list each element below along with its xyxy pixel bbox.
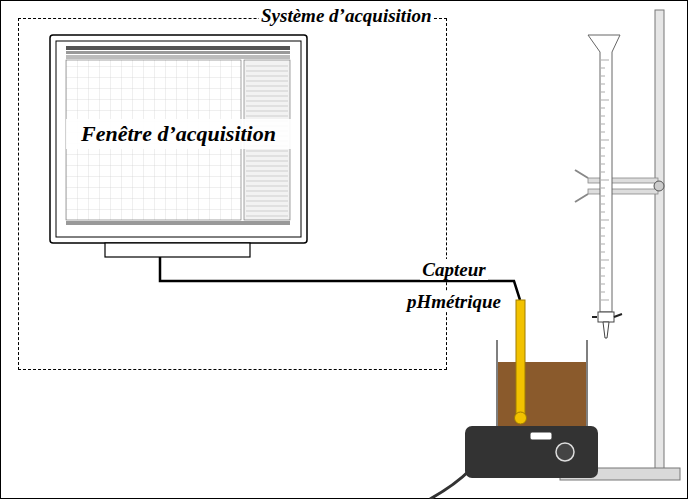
sensor-label: Capteur pHmétrique — [402, 254, 506, 318]
acquisition-screen: Fenêtre d’acquisition — [66, 46, 291, 221]
screen-title: Fenêtre d’acquisition — [66, 119, 291, 149]
region-title: Système d’acquisition — [259, 5, 433, 27]
system-region: Système d’acquisitionFenêtre d’acquisiti… — [18, 18, 447, 370]
